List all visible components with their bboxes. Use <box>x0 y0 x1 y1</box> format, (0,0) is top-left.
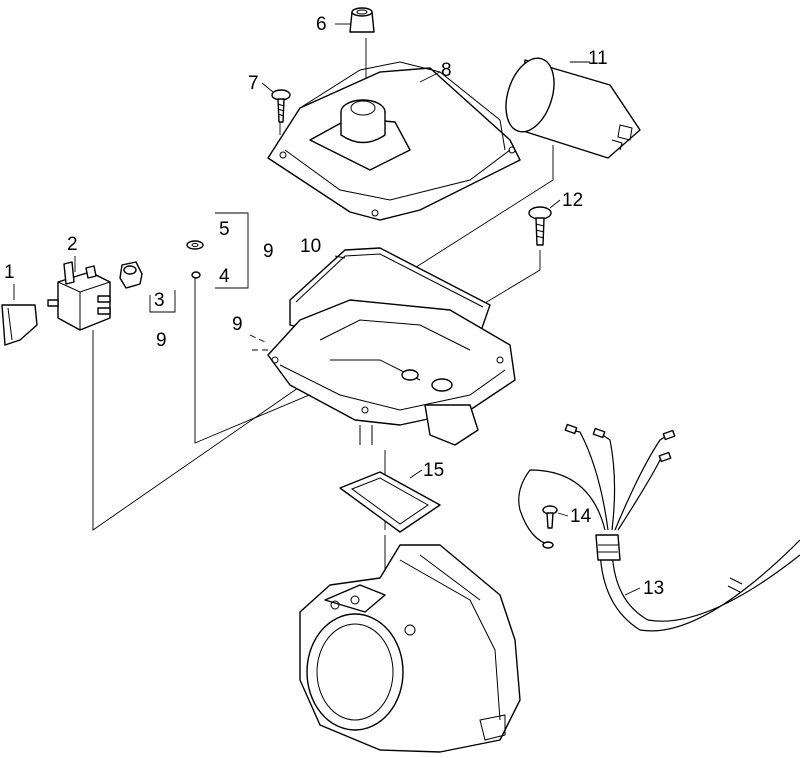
label-part-1: 1 <box>4 262 15 283</box>
label-part-4: 4 <box>219 266 230 287</box>
label-part-11: 11 <box>588 48 608 69</box>
part-14-screw <box>542 505 558 529</box>
bracket-4-5 <box>215 212 249 289</box>
label-part-13: 13 <box>643 578 664 599</box>
label-part-7: 7 <box>248 73 259 94</box>
part-7-screw <box>271 89 291 123</box>
housing-base <box>267 299 516 446</box>
label-part-15: 15 <box>423 460 444 481</box>
label-part-10: 10 <box>300 236 321 257</box>
label-part-9-lower: 9 <box>156 330 167 351</box>
part-13-cable <box>518 423 800 632</box>
pump-housing <box>299 544 521 753</box>
label-part-5: 5 <box>219 219 230 240</box>
label-part-9-bracket: 9 <box>263 241 274 262</box>
part-15-gasket <box>339 471 441 533</box>
part-2-switch <box>47 261 111 331</box>
part-6-bushing <box>349 7 375 33</box>
part-4-oring <box>191 271 201 279</box>
part-12-screw <box>528 206 552 246</box>
label-part-6: 6 <box>316 14 327 35</box>
leader-lines <box>92 38 554 605</box>
part-11-capacitor <box>505 57 641 159</box>
part-5-washer <box>186 240 204 250</box>
label-ticks <box>13 23 641 596</box>
label-part-2: 2 <box>67 234 78 255</box>
label-part-14: 14 <box>570 506 592 527</box>
label-part-12: 12 <box>562 190 583 211</box>
label-part-3: 3 <box>154 290 165 311</box>
part-3-clip <box>119 261 176 313</box>
part-labels: 1 2 3 9 5 4 9 9 6 7 8 10 11 12 13 14 15 <box>4 14 664 599</box>
part-1-bracket <box>1 304 38 346</box>
label-part-8: 8 <box>441 60 452 81</box>
part-8-cover <box>267 61 521 221</box>
label-part-9-housing: 9 <box>232 314 243 335</box>
